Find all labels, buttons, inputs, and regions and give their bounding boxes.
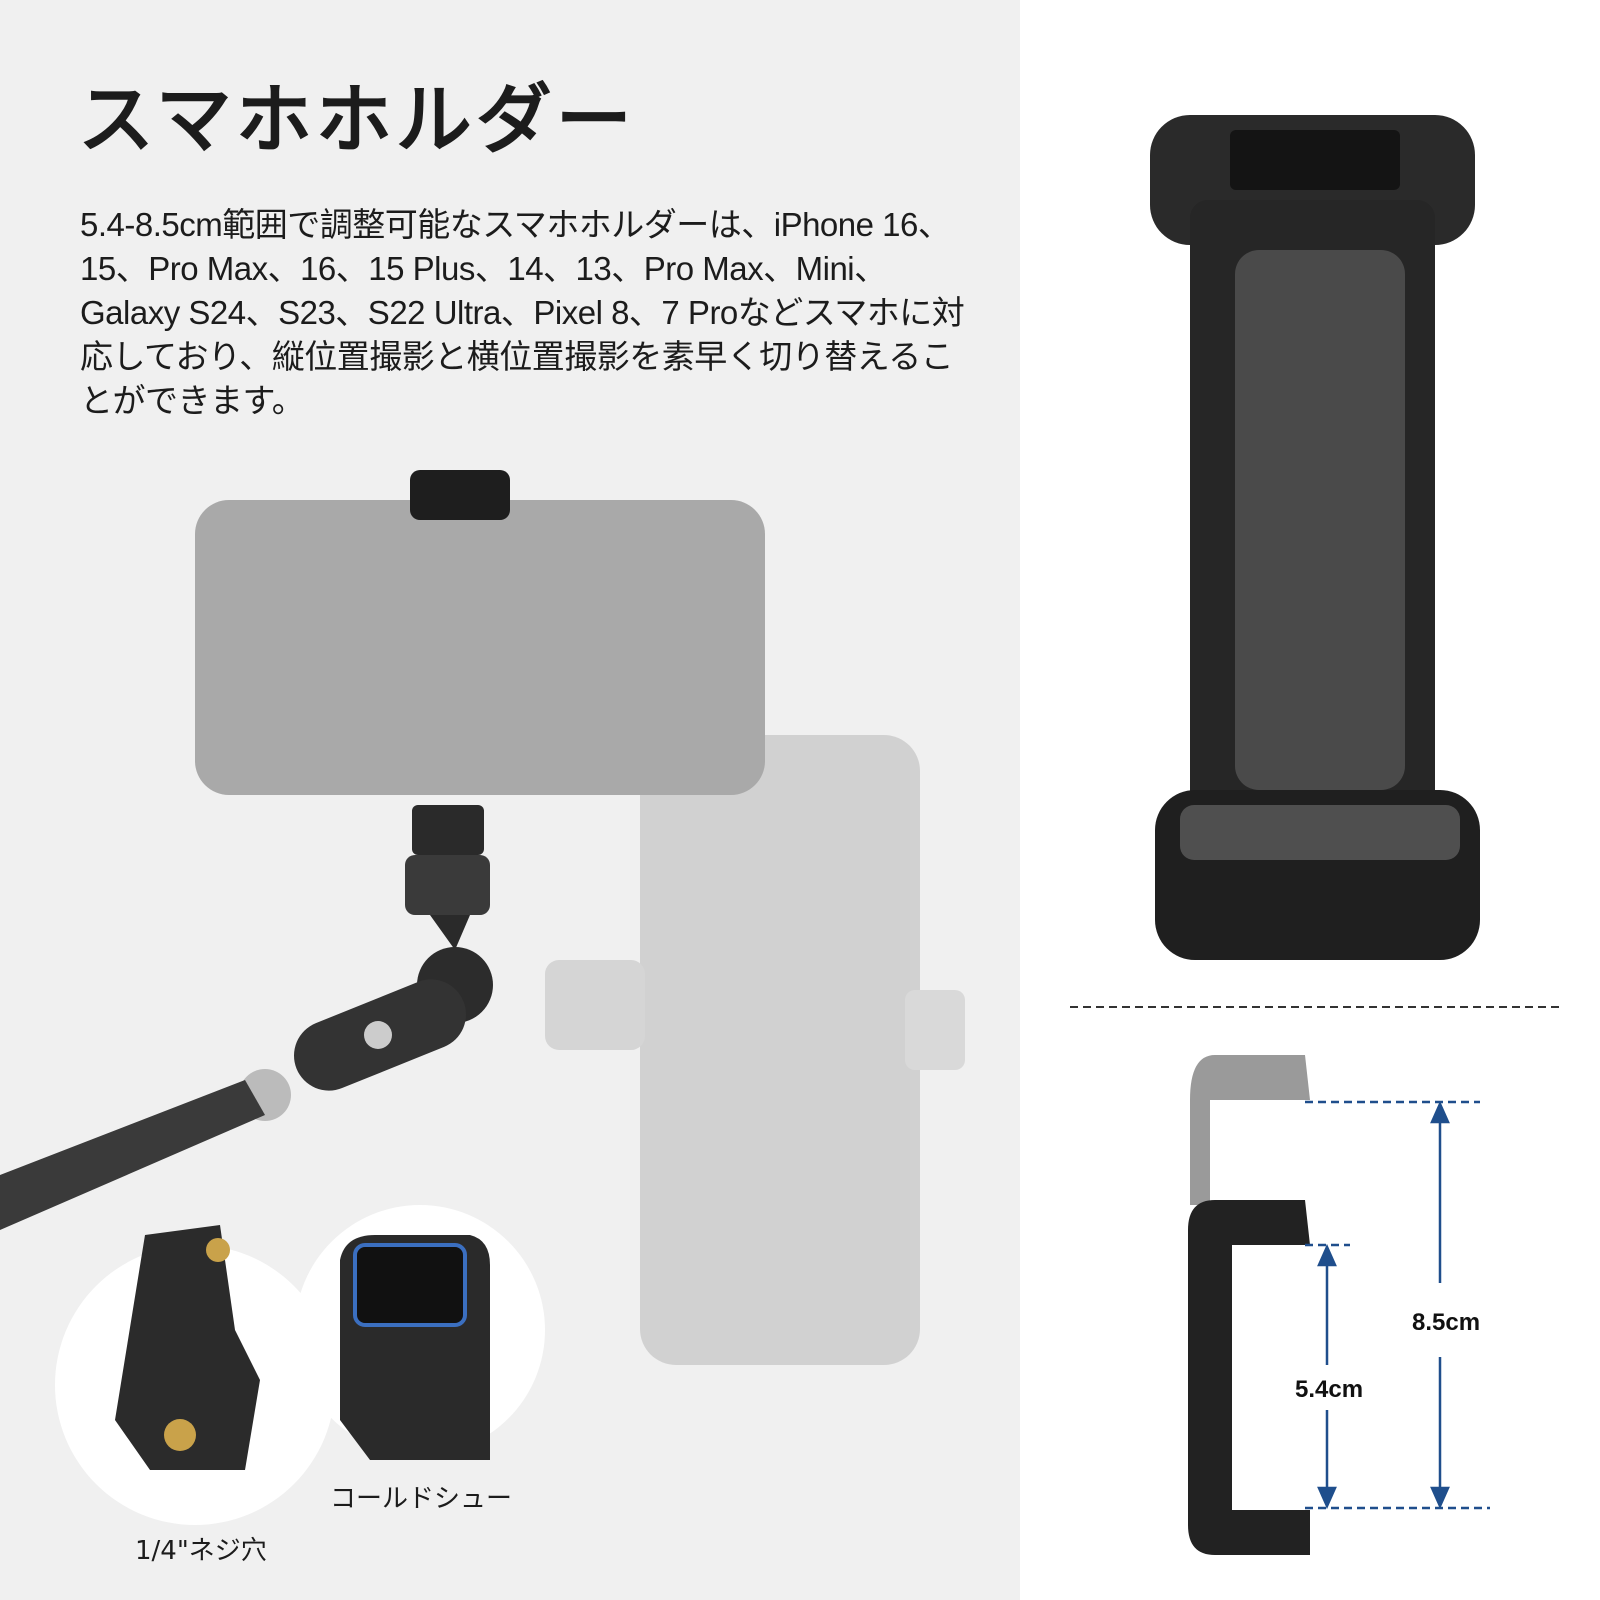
ball-head-mount	[0, 805, 493, 1230]
phone-portrait-ghost	[545, 735, 965, 1365]
page-title: スマホホルダー	[78, 75, 636, 164]
holder-side-profile	[1188, 1055, 1310, 1555]
screw-hole-callout	[55, 1225, 335, 1525]
cold-shoe-label: コールドシュー	[330, 1484, 513, 1514]
min-width-label: 5.4cm	[1295, 1372, 1364, 1408]
screw-hole-label: 1/4"ネジ穴	[135, 1536, 267, 1566]
product-description: 5.4-8.5cm範囲で調整可能なスマホホルダーは、iPhone 16、15、P…	[80, 206, 965, 419]
dimension-lines	[1305, 1100, 1490, 1510]
cold-shoe-callout	[295, 1205, 545, 1460]
max-width-label: 8.5cm	[1412, 1305, 1481, 1341]
phone-landscape	[195, 470, 765, 795]
holder-product-photo	[1150, 115, 1480, 960]
